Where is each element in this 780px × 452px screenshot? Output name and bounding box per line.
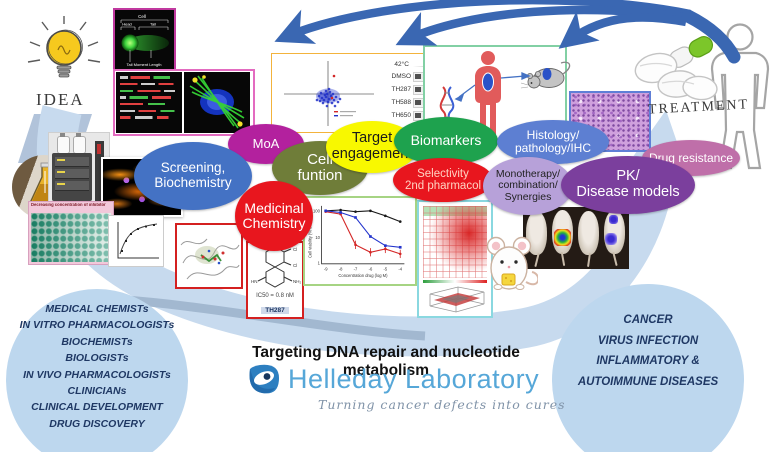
microplate-wells bbox=[31, 213, 111, 262]
stage-histology-pathology-ihc: Histology/ pathology/IHC bbox=[497, 120, 609, 164]
kinetics-plot-thumbnail bbox=[108, 215, 164, 267]
microplate-image: Decreasing concentration of inhibitor bbox=[28, 201, 114, 265]
chemical-structure: Cl Cl HN NH₂ bbox=[251, 246, 301, 288]
svg-text:-4: -4 bbox=[398, 266, 402, 271]
svg-text:1: 1 bbox=[318, 261, 321, 266]
bioluminescence-signal bbox=[605, 233, 617, 245]
svg-text:Cl: Cl bbox=[293, 247, 297, 252]
svg-text:-8: -8 bbox=[339, 266, 343, 271]
bioluminescence-signal bbox=[609, 215, 618, 224]
svg-text:Tail: Tail bbox=[150, 22, 156, 27]
comet-assay-image: Cell Head Tail Tail Moment Length bbox=[113, 8, 176, 71]
svg-text:NH₂: NH₂ bbox=[293, 279, 301, 284]
stage-selectivity-2nd-pharmacol: Selectivity 2nd pharmacol bbox=[393, 158, 493, 202]
mouse-model-icon bbox=[520, 61, 571, 89]
brand-tagline: Turning cancer defects into cures bbox=[318, 397, 566, 412]
svg-text:HN: HN bbox=[251, 279, 258, 284]
synergy-3d-surface bbox=[429, 286, 485, 313]
crystal-structure-image bbox=[175, 223, 243, 289]
compound-card: Cl Cl HN NH₂ IC50 = 0.8 nM TH287 bbox=[246, 241, 304, 319]
stage-pk-disease-models: PK/ Disease models bbox=[561, 156, 695, 214]
lightbulb-icon bbox=[27, 16, 101, 78]
stage-biomarkers: Biomarkers bbox=[394, 117, 498, 165]
svg-text:-6: -6 bbox=[369, 266, 373, 271]
svg-text:Head: Head bbox=[122, 22, 132, 27]
svg-text:Cell: Cell bbox=[138, 14, 146, 19]
svg-text:Concentration drug (log M): Concentration drug (log M) bbox=[338, 273, 388, 278]
microplate-caption: Decreasing concentration of inhibitor bbox=[31, 203, 106, 208]
stage-screening-biochemistry: Screening, Biochemistry bbox=[134, 142, 252, 210]
cartoon-mouse-icon bbox=[486, 236, 538, 290]
stage-medicinal-chemistry: Medicinal Chemistry bbox=[235, 181, 313, 251]
stage-monotherapy-combination-synergies: Monotherapy/ combination/ Synergies bbox=[483, 157, 573, 215]
svg-text:-5: -5 bbox=[383, 266, 387, 271]
team-circle: MEDICAL CHEMISTs IN VITRO PHARMACOLOGIST… bbox=[6, 289, 188, 452]
compound-name: TH287 bbox=[261, 307, 289, 314]
temp-start-label: 42°C bbox=[394, 60, 409, 68]
pills-icon bbox=[634, 36, 718, 101]
patient-biomarker-graphic bbox=[439, 51, 571, 137]
svg-text:Cl: Cl bbox=[293, 263, 297, 268]
biomarker-arrows bbox=[454, 72, 531, 102]
dose-response-plot: 100 10 1 -9 -8 -7 -6 -5 -4 Cell viability (… bbox=[303, 196, 417, 286]
scatter-plot bbox=[284, 61, 374, 126]
svg-text:Tail Moment Length: Tail Moment Length bbox=[127, 62, 162, 67]
sequence-alignment-image bbox=[116, 72, 182, 133]
slide-headline: Targeting DNA repair and nucleotide meta… bbox=[252, 344, 520, 379]
compound-ic50: IC50 = 0.8 nM bbox=[256, 293, 294, 299]
sequencing-spindle-panel bbox=[113, 69, 255, 136]
patient-figure-icon bbox=[475, 51, 501, 137]
helleday-logo-icon bbox=[249, 364, 279, 394]
mice-imaging-photo bbox=[523, 207, 629, 269]
idea-label: IDEA bbox=[36, 90, 85, 109]
svg-text:100: 100 bbox=[313, 209, 321, 214]
svg-text:-7: -7 bbox=[354, 266, 358, 271]
disease-circle: CANCER VIRUS INFECTION INFLAMMATORY & AU… bbox=[552, 284, 744, 452]
svg-text:10: 10 bbox=[315, 235, 320, 240]
svg-text:-9: -9 bbox=[324, 266, 328, 271]
synergy-heatmap bbox=[423, 206, 487, 278]
mitotic-spindle-image bbox=[184, 72, 250, 133]
comet-assay-graphic: Cell Head Tail Tail Moment Length bbox=[120, 14, 169, 67]
brand-name: Helleday Laboratory bbox=[288, 363, 540, 394]
svg-text:Cell viability (% control): Cell viability (% control) bbox=[308, 214, 313, 257]
synergy-color-scale bbox=[423, 280, 487, 283]
bioluminescence-signal bbox=[554, 229, 571, 246]
